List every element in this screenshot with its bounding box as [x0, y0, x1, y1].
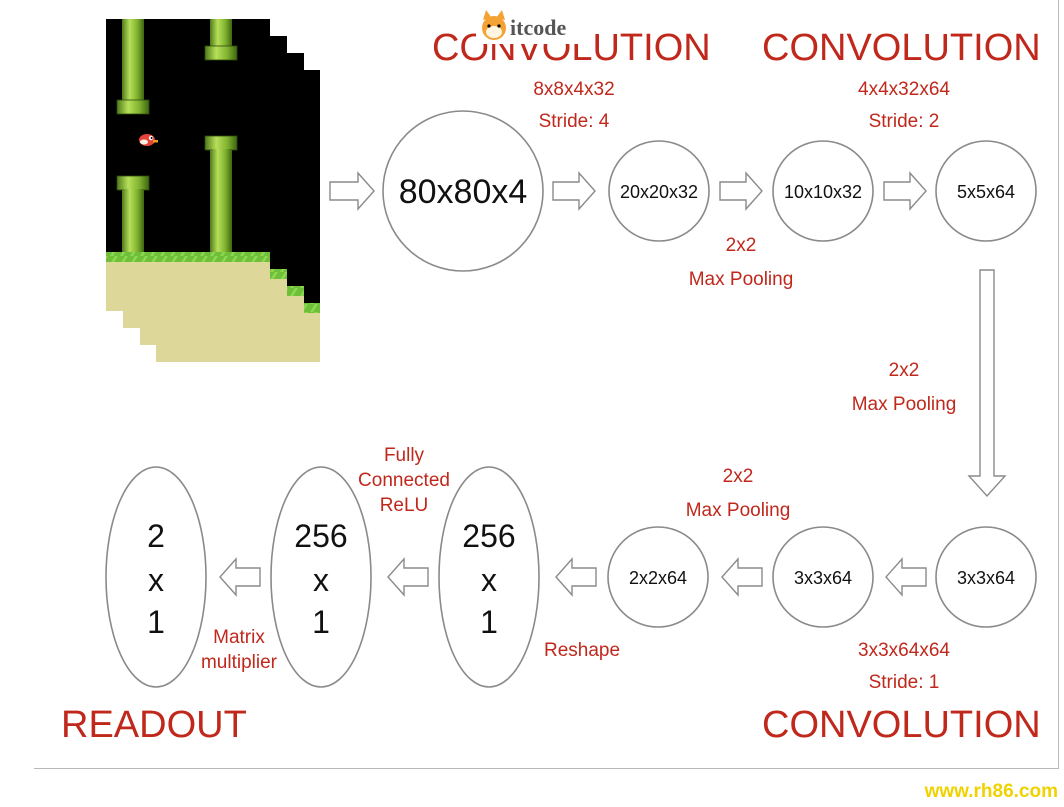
- arrow-right-icon: [329, 171, 375, 211]
- matrix-label-line-2: multiplier: [201, 652, 278, 673]
- conv3-stride: Stride: 1: [869, 672, 940, 693]
- footer-url: www.rh86.com: [924, 781, 1058, 802]
- node-pool3-output: [607, 526, 709, 628]
- fc-label-line-1: Fully: [384, 445, 425, 466]
- node-reshape-vector: [438, 466, 540, 688]
- slide-panel: [34, 0, 1059, 769]
- node-input: [382, 110, 544, 272]
- node-reshape-line-3: 1: [480, 604, 498, 640]
- node-pool1-output: [772, 140, 874, 242]
- node-pool2-output: [935, 526, 1037, 628]
- node-readout-line-2: x: [148, 562, 164, 598]
- arrow-left-icon: [885, 557, 927, 597]
- arrow-down-icon: [967, 269, 1007, 498]
- conv1-stride: Stride: 4: [539, 111, 610, 132]
- heading-readout: READOUT: [61, 704, 247, 746]
- arrow-left-icon: [721, 557, 763, 597]
- node-pool1-output-label: 10x10x32: [784, 182, 862, 202]
- conv1-filter-size: 8x8x4x32: [533, 79, 614, 100]
- node-conv1-output-label: 20x20x32: [620, 182, 698, 202]
- arrow-left-icon: [219, 557, 261, 597]
- fc-label-line-2: Connected: [358, 470, 450, 491]
- node-conv2-output-label: 5x5x64: [957, 182, 1015, 202]
- pool3-size: 2x2: [723, 466, 754, 487]
- node-conv1-output: [608, 140, 710, 242]
- input-frame-stack: [106, 19, 320, 362]
- node-readout-vector: [105, 466, 207, 688]
- node-fc-line-2: x: [313, 562, 329, 598]
- node-conv2-output: [935, 140, 1037, 242]
- node-readout-line-3: 1: [147, 604, 165, 640]
- node-pool2-output-label: 3x3x64: [957, 568, 1015, 588]
- node-reshape-line-2: x: [481, 562, 497, 598]
- pool1-label: Max Pooling: [689, 269, 794, 290]
- arrow-right-icon: [719, 171, 763, 211]
- pool1-size: 2x2: [726, 235, 757, 256]
- bird-icon: [139, 134, 158, 146]
- node-fc-line-3: 1: [312, 604, 330, 640]
- pool3-label: Max Pooling: [686, 500, 791, 521]
- node-fc-vector: [270, 466, 372, 688]
- fc-label-line-3: ReLU: [380, 495, 429, 516]
- node-conv3-output-label: 3x3x64: [794, 568, 852, 588]
- arrow-left-icon: [387, 557, 429, 597]
- arrow-right-icon: [883, 171, 927, 211]
- conv3-filter-size: 3x3x64x64: [858, 640, 950, 661]
- heading-convolution-3: CONVOLUTION: [762, 704, 1041, 746]
- conv2-stride: Stride: 2: [869, 111, 940, 132]
- node-readout-line-1: 2: [147, 518, 165, 554]
- watermark-text: itcode: [510, 15, 566, 40]
- matrix-label-line-1: Matrix: [213, 627, 265, 648]
- reshape-label: Reshape: [544, 640, 620, 661]
- pool2-size: 2x2: [889, 360, 920, 381]
- node-input-label: 80x80x4: [399, 173, 528, 211]
- node-conv3-output: [772, 526, 874, 628]
- conv2-filter-size: 4x4x32x64: [858, 79, 950, 100]
- itcode-watermark: itcode: [476, 10, 580, 44]
- node-fc-line-1: 256: [294, 518, 347, 554]
- arrow-left-icon: [555, 557, 597, 597]
- node-reshape-line-1: 256: [462, 518, 515, 554]
- pool2-label: Max Pooling: [852, 394, 957, 415]
- frame-1-flappy-bird-icon: [106, 19, 270, 311]
- heading-convolution-2: CONVOLUTION: [762, 27, 1041, 69]
- node-pool3-output-label: 2x2x64: [629, 568, 687, 588]
- arrow-right-icon: [552, 171, 596, 211]
- cat-face-logo-icon: [482, 10, 506, 40]
